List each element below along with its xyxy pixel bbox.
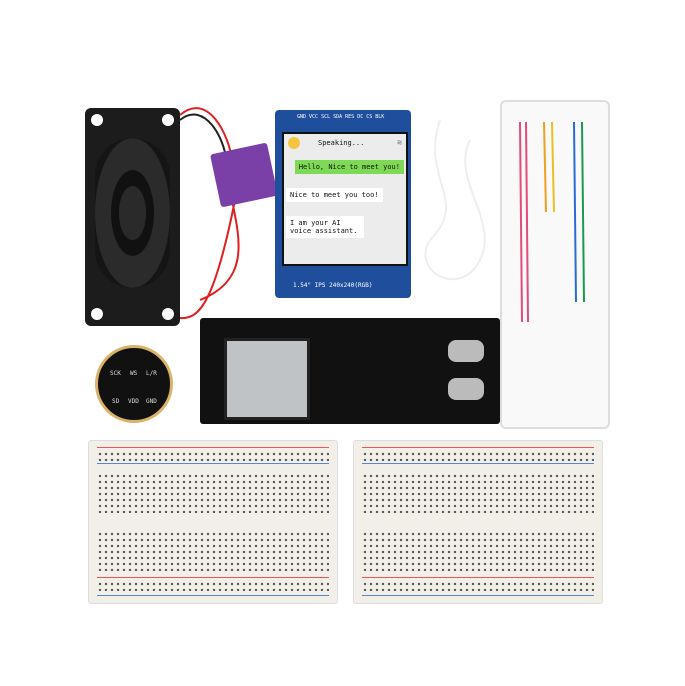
usb-c-port	[448, 378, 484, 400]
esp32-dev-board	[200, 318, 500, 424]
usb-c-port	[448, 340, 484, 362]
breadboard-left	[88, 440, 338, 604]
speaker	[85, 108, 180, 326]
message-incoming: Nice to meet you too!	[286, 188, 383, 202]
jumper-wires	[519, 121, 585, 323]
display-model-label: 1.54" IPS 240x240(RGB)	[293, 282, 373, 289]
tft-display-module: GND VCC SCL SDA RES DC CS BLK Speaking..…	[275, 110, 411, 298]
message-incoming: I am your AI voice assistant.	[286, 216, 364, 238]
status-text: Speaking...	[318, 139, 365, 147]
message-outgoing: Hello, Nice to meet you!	[294, 160, 404, 174]
display-pin-labels: GND VCC SCL SDA RES DC CS BLK	[297, 114, 385, 120]
i2s-microphone: SCK WS L/R SD VDD GND	[95, 345, 173, 423]
wifi-icon: ≋	[397, 138, 402, 147]
speaker-cone	[95, 138, 170, 288]
display-screen: Speaking... ≋ Hello, Nice to meet you! N…	[282, 132, 408, 266]
esp32-module	[224, 338, 310, 420]
breadboard-right	[353, 440, 603, 604]
smiley-icon	[288, 137, 300, 149]
jumper-wire-box	[500, 100, 610, 429]
